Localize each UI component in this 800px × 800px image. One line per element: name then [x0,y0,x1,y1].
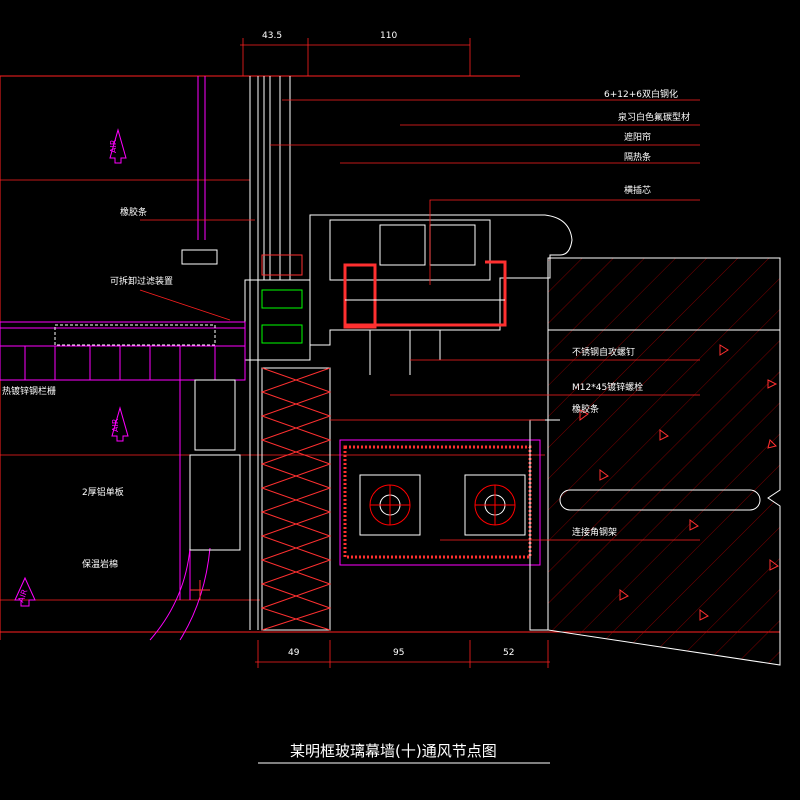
callout-screw: 不锈钢自攻螺钉 [572,346,635,358]
callout-aluminium-panel: 2厚铝单板 [82,486,124,498]
air-label: AIR [111,418,120,432]
steel-bracket [339,419,549,631]
rock-wool-insulation [260,367,332,631]
steel-grille [0,321,246,381]
dim-bottom-3: 52 [503,648,514,658]
callout-glass: 6+12+6双白钢化 [604,88,678,100]
callout-thermal-break: 隔热条 [624,151,651,163]
callout-steel-grille: 热镀锌钢栏栅 [2,385,56,397]
callout-rock-wool: 保温岩棉 [82,558,118,570]
leader-lines [139,99,700,541]
dim-bottom-1: 49 [288,648,300,658]
drawing-title: 某明框玻璃幕墙(十)通风节点图 [290,742,497,760]
callout-transom-insert: 横插芯 [624,184,651,196]
callout-rubber-strip-left: 橡胶条 [120,206,147,218]
air-label: AIR [16,588,29,604]
air-label: AIR [109,139,118,153]
dim-top-1: 43.5 [262,31,282,41]
frame-profile [244,76,573,630]
callout-angle-steel: 连接角钢架 [572,526,617,538]
callout-rubber-strip-right: 橡胶条 [572,403,599,415]
callout-profile: 泉习白色氟碳型材 [618,111,690,123]
dim-top-2: 110 [380,31,397,41]
dimension-lines [240,38,550,668]
concrete-slab [547,257,781,666]
air-arrows [14,128,129,607]
dim-bottom-2: 95 [393,648,404,658]
callout-sunshade: 遮阳帘 [624,131,651,143]
aluminium-panel [149,76,241,641]
callout-bolt: M12*45镀锌螺栓 [572,381,643,393]
callout-filter: 可拆卸过滤装置 [110,275,173,287]
